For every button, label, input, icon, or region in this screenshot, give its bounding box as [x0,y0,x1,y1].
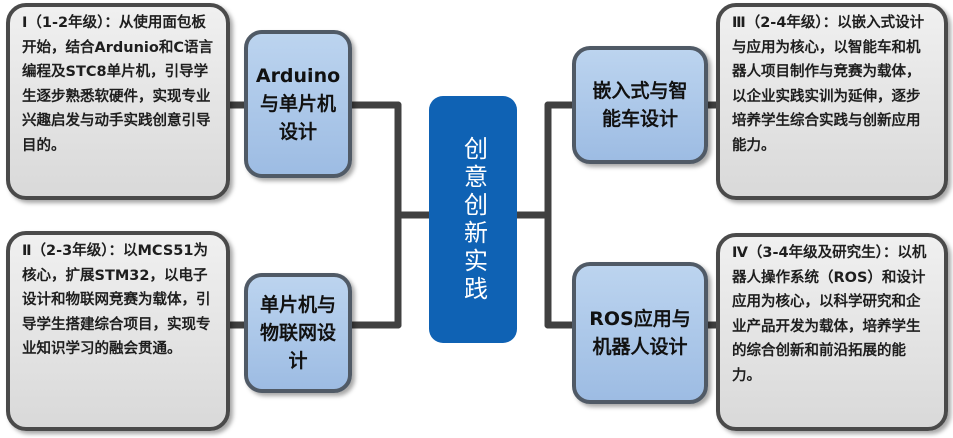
arduino-mcu-title: Arduino与单片机设计 [255,65,341,143]
stage-3-description: Ⅲ（2-4年级）：以嵌入式设计与应用为核心，以智能车和机器人项目制作与竞赛为载体… [716,3,948,200]
mcu-iot-title: 单片机与物联网设计 [260,294,337,372]
stage-1-text: Ⅰ（1-2年级）：从使用面包板开始，结合Ardunio和C语言编程及STC8单片… [22,15,213,154]
stage-1-description: Ⅰ（1-2年级）：从使用面包板开始，结合Ardunio和C语言编程及STC8单片… [6,3,230,200]
stage-2-text: Ⅱ（2-3年级）：以MCS51为核心，扩展STM32，以电子设计和物联网竞赛为载… [22,243,211,357]
stage-3-text: Ⅲ（2-4年级）：以嵌入式设计与应用为核心，以智能车和机器人项目制作与竞赛为载体… [732,15,925,154]
stage-4-description: Ⅳ（3-4年级及研究生）：以机器人操作系统（ROS）和设计应用为核心，以科学研究… [716,233,948,431]
ros-robot-node: ROS应用与机器人设计 [572,262,708,404]
ros-robot-title: ROS应用与机器人设计 [589,308,691,358]
stage-4-text: Ⅳ（3-4年级及研究生）：以机器人操作系统（ROS）和设计应用为核心，以科学研究… [732,245,927,384]
embedded-smartcar-node: 嵌入式与智能车设计 [572,46,708,164]
central-topic-title: 创意创新实践 [459,135,488,304]
mcu-iot-node: 单片机与物联网设计 [244,273,352,393]
central-topic: 创意创新实践 [429,96,517,343]
arduino-mcu-node: Arduino与单片机设计 [244,30,352,178]
stage-2-description: Ⅱ（2-3年级）：以MCS51为核心，扩展STM32，以电子设计和物联网竞赛为载… [6,231,230,431]
embedded-smartcar-title: 嵌入式与智能车设计 [592,80,688,130]
